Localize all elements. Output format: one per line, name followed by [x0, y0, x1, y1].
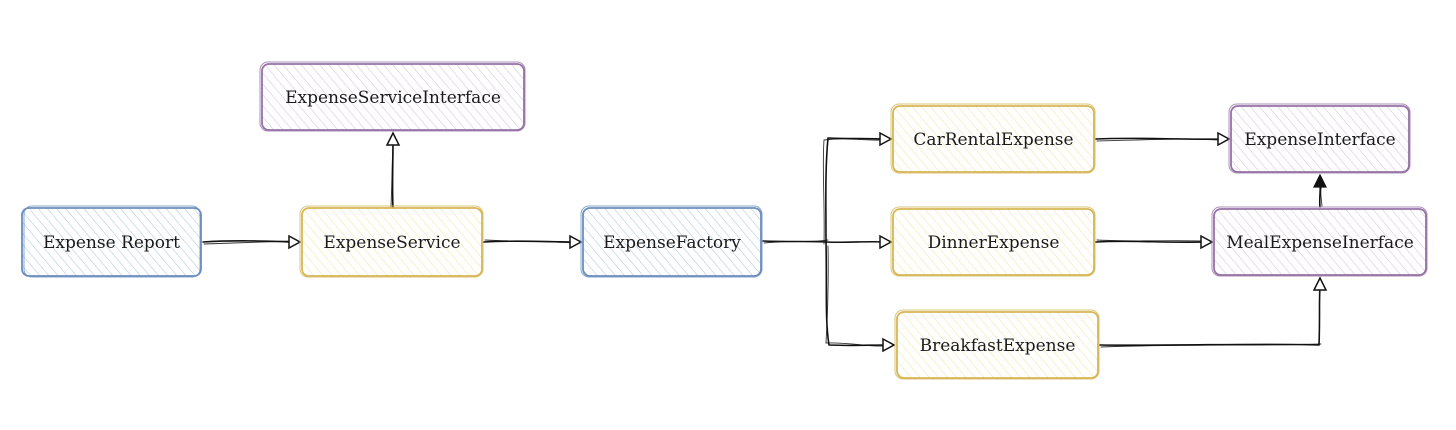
node-expense-factory-box-sketch — [580, 205, 763, 278]
node-car-rental-expense[interactable]: CarRentalExpense — [890, 103, 1096, 174]
node-expense-service-label: ExpenseService — [323, 233, 460, 253]
edges — [202, 131, 1328, 353]
node-expense-service[interactable]: ExpenseService — [299, 205, 484, 278]
edge-car-rental-to-expense-interface — [1095, 131, 1231, 147]
node-expense-service-box — [301, 207, 483, 277]
node-meal-expense-interface-label: MealExpenseInerface — [1226, 233, 1414, 253]
node-dinner-expense-box — [892, 208, 1095, 276]
node-car-rental-expense-box-sketch — [890, 103, 1096, 174]
node-expense-report-box — [21, 207, 202, 277]
node-expense-service-interface-box-sketch — [259, 61, 526, 132]
node-expense-interface[interactable]: ExpenseInterface — [1228, 103, 1411, 174]
node-car-rental-expense-box — [892, 105, 1095, 173]
nodes: Expense Report ExpenseService ExpenseSer… — [21, 61, 1428, 380]
node-expense-factory-box — [582, 207, 762, 277]
node-expense-service-box-sketch — [299, 205, 484, 278]
edge-dinner-to-meal-interface — [1095, 234, 1214, 250]
node-meal-expense-interface-box-sketch — [1211, 206, 1428, 277]
node-expense-service-interface-box — [261, 63, 525, 131]
node-expense-interface-box — [1230, 105, 1410, 173]
node-expense-interface-label: ExpenseInterface — [1244, 130, 1395, 150]
node-car-rental-expense-label: CarRentalExpense — [913, 130, 1073, 150]
edge-expense-service-to-expense-factory — [483, 234, 583, 250]
node-meal-expense-interface-box — [1213, 208, 1427, 276]
node-breakfast-expense-box — [896, 311, 1099, 379]
edge-expense-factory-branches — [762, 131, 896, 353]
node-dinner-expense-box-sketch — [890, 206, 1096, 277]
node-expense-factory[interactable]: ExpenseFactory — [580, 205, 763, 278]
node-expense-interface-box-sketch — [1228, 103, 1411, 174]
node-expense-report[interactable]: Expense Report — [21, 205, 202, 278]
node-expense-service-interface[interactable]: ExpenseServiceInterface — [259, 61, 526, 132]
node-breakfast-expense-box-sketch — [894, 309, 1100, 380]
node-expense-service-interface-label: ExpenseServiceInterface — [285, 88, 501, 108]
edge-meal-interface-to-expense-interface — [1313, 173, 1327, 208]
node-expense-factory-label: ExpenseFactory — [603, 233, 741, 253]
node-meal-expense-interface[interactable]: MealExpenseInerface — [1211, 206, 1428, 277]
edge-expense-report-to-expense-service — [202, 234, 302, 250]
edge-breakfast-to-meal-interface — [1099, 276, 1328, 348]
node-dinner-expense[interactable]: DinnerExpense — [890, 206, 1096, 277]
node-breakfast-expense-label: BreakfastExpense — [920, 336, 1076, 356]
edge-expense-service-to-service-interface — [385, 131, 401, 209]
node-breakfast-expense[interactable]: BreakfastExpense — [894, 309, 1100, 380]
node-expense-report-box-sketch — [23, 205, 201, 278]
node-dinner-expense-label: DinnerExpense — [928, 233, 1060, 253]
node-expense-report-label: Expense Report — [43, 233, 180, 253]
